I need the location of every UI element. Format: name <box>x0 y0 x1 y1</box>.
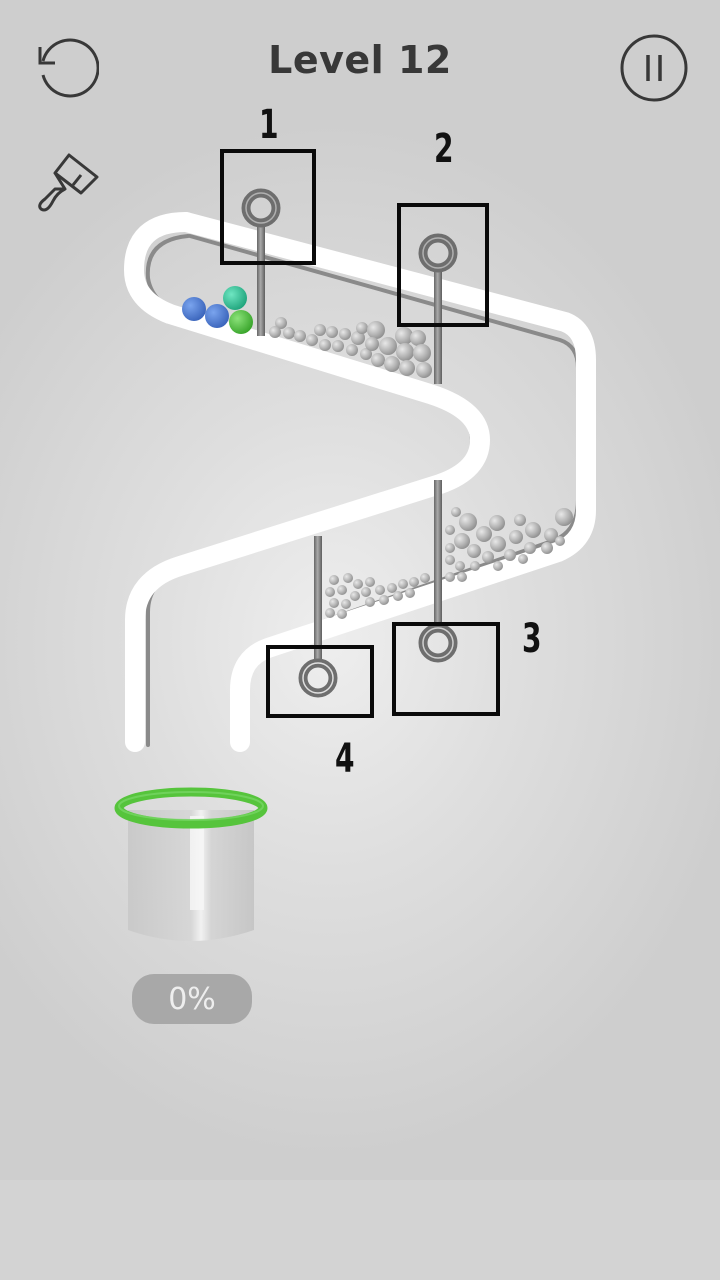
gray-balls-lower <box>325 573 430 619</box>
ball-green <box>229 310 253 334</box>
pin-rings <box>241 188 458 698</box>
progress-badge: 0% <box>132 974 252 1024</box>
track <box>124 212 596 752</box>
pin-4-label: 4 <box>335 736 355 782</box>
colored-balls <box>182 286 253 334</box>
bottom-bar <box>0 1180 720 1280</box>
restart-button[interactable] <box>30 34 102 102</box>
pin-2-box[interactable] <box>397 203 489 327</box>
ball-teal <box>223 286 247 310</box>
pin-4-box[interactable] <box>266 645 374 718</box>
gray-balls-right <box>445 507 573 582</box>
paintbrush-icon <box>38 153 99 212</box>
pause-button[interactable] <box>618 32 690 104</box>
level-title: Level 12 <box>268 38 452 82</box>
pin-3-box[interactable] <box>392 622 500 716</box>
restart-icon <box>38 38 99 98</box>
ball-blue <box>205 304 229 328</box>
pause-icon <box>620 34 688 102</box>
pin-2-label: 2 <box>434 126 454 172</box>
skin-shop-button[interactable] <box>34 148 104 216</box>
pin-3-label: 3 <box>522 616 542 662</box>
pin-1-label: 1 <box>259 102 279 148</box>
gray-balls-upper <box>269 317 432 378</box>
collection-cup <box>114 787 268 941</box>
pin-1-box[interactable] <box>220 149 316 265</box>
ball-blue <box>182 297 206 321</box>
